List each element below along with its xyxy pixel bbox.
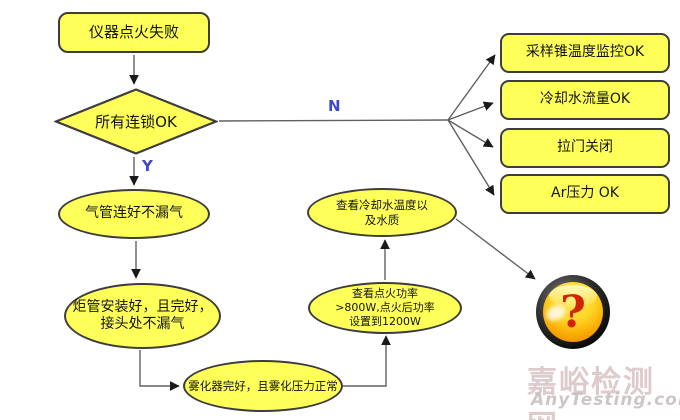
- node-decision: 所有连锁OK: [54, 88, 218, 155]
- node-torch: 炬管安装好，且完好， 接头处不漏气: [64, 283, 221, 349]
- connector-no-to-check3: [447, 119, 494, 148]
- node-gas-tube: 气管连好不漏气: [58, 189, 210, 239]
- help-orb-shine: [549, 285, 597, 307]
- watermark-site-name: 嘉峪检测网: [527, 365, 655, 420]
- edge-label-no: N: [328, 97, 341, 115]
- node-nebulizer: 雾化器完好，且雾化压力正常: [183, 360, 343, 412]
- node-check-cone-temp: 采样锥温度监控OK: [500, 33, 670, 73]
- connector-no-to-check4: [447, 119, 495, 196]
- help-orb-ball: ?: [543, 282, 603, 342]
- node-cooling-water: 查看冷却水温度以 及水质: [307, 188, 457, 237]
- node-check-ar-pressure: Ar压力 OK: [500, 174, 670, 214]
- node-decision-label: 所有连锁OK: [95, 113, 177, 131]
- node-start: 仪器点火失败: [58, 12, 210, 53]
- node-check-cooling-flow: 冷却水流量OK: [500, 80, 670, 120]
- connector-torch-to-nebulizer: [139, 350, 180, 391]
- question-mark-icon: ?: [560, 286, 586, 338]
- edge-label-yes: Y: [142, 157, 153, 175]
- watermark-site-url: AnyTesting.com: [531, 390, 680, 410]
- node-ignition-power: 查看点火功率 >800W,点火后功率 设置到1200W: [308, 282, 462, 334]
- diamond-shape: [54, 88, 218, 155]
- connector-decision-no: [218, 119, 449, 122]
- connector-no-to-check1: [447, 54, 496, 121]
- connector-cooling-to-help: [455, 218, 536, 280]
- node-check-door-closed: 拉门关闭: [500, 128, 670, 168]
- connector-nebulizer-to-power: [343, 335, 391, 387]
- connector-no-to-check2: [447, 101, 494, 121]
- help-orb-icon: ?: [536, 275, 610, 349]
